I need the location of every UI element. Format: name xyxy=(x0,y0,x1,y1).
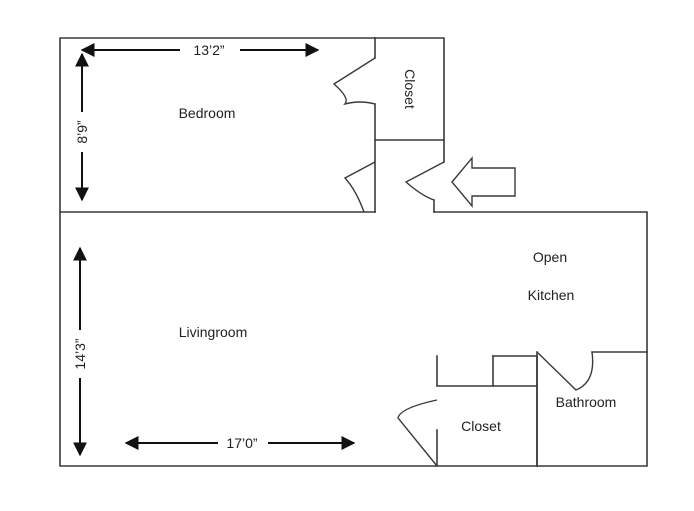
bedroom-label: Bedroom xyxy=(179,105,236,121)
bedroom-door xyxy=(343,161,376,213)
closet-bottom xyxy=(397,355,538,467)
entrance-arrow-icon xyxy=(451,156,516,208)
living-width-label: 17’0” xyxy=(226,435,257,451)
bathroom-label: Bathroom xyxy=(556,394,617,410)
bedroom-depth-label: 8’9” xyxy=(74,120,90,144)
bedroom-width-label: 13’2” xyxy=(193,42,224,58)
kitchen-label-line2: Kitchen xyxy=(528,287,575,303)
living-walls xyxy=(59,211,648,467)
kitchen-label-line1: Open xyxy=(533,249,567,265)
living-depth-label: 14’3” xyxy=(72,338,88,369)
closet-top-label: Closet xyxy=(402,69,418,109)
entry-door xyxy=(404,161,445,213)
closet-bottom-label: Closet xyxy=(461,418,501,434)
closet-bottom-door-swing xyxy=(397,399,438,467)
closet-top-door-swing xyxy=(332,57,376,106)
bathroom-walls xyxy=(536,351,648,467)
livingroom-label: Livingroom xyxy=(179,324,247,340)
bedroom-walls xyxy=(59,37,445,213)
closet-top xyxy=(332,57,445,163)
bathroom-door-swing xyxy=(536,351,594,391)
